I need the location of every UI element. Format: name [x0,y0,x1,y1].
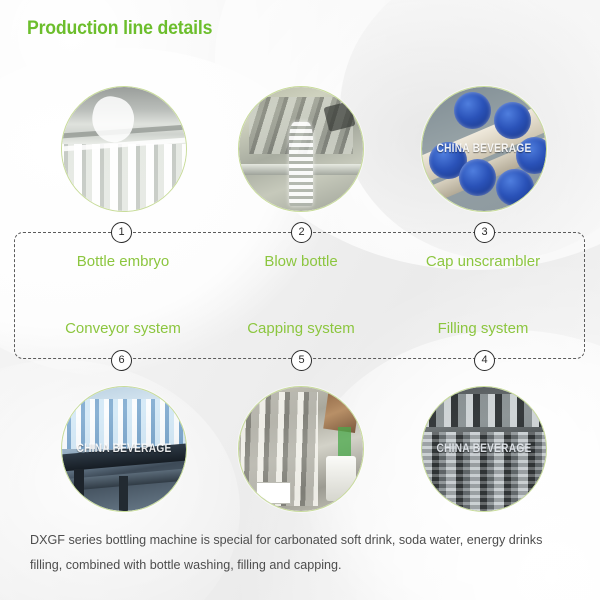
blue-caps-image: CHINA BEVERAGE [422,87,546,211]
capping-machine-photo [238,386,364,512]
filling-machine-photo: CHINA BEVERAGE [421,386,547,512]
blue-bottle-caps-photo: CHINA BEVERAGE [421,86,547,212]
watermark-text: CHINA BEVERAGE [436,143,532,155]
preform-highlight [87,93,139,146]
step-number-4[interactable]: 4 [474,350,495,371]
conveyor-frame-left [74,468,85,511]
filling-valve-heads [422,394,546,427]
step-label-cap-unscrambler: Cap unscrambler [425,253,541,270]
conveyor-bottles [62,399,186,449]
step-number-1[interactable]: 1 [111,222,132,243]
capping-indicator-green [338,426,351,459]
conveyor-frame-mid [119,476,128,511]
conveyor-image: CHINA BEVERAGE [62,387,186,511]
bottle-preforms-image [62,87,186,211]
filling-machine-image: CHINA BEVERAGE [422,387,546,511]
bottle-preforms-photo [61,86,187,212]
bottle-cap [496,168,534,207]
blow-moulding-machine-photo [238,86,364,212]
blow-moulding-image [239,87,363,211]
product-description: DXGF series bottling machine is special … [30,533,543,572]
step-number-3[interactable]: 3 [474,222,495,243]
capping-machine-plate [256,481,291,504]
step-number-2[interactable]: 2 [291,222,312,243]
process-flow-dashed-box [14,232,585,359]
conveyor-belt-photo: CHINA BEVERAGE [61,386,187,512]
pet-bottle [288,121,314,207]
page-title: Production line details [27,18,213,39]
capping-machine-image [239,387,363,511]
watermark-text: CHINA BEVERAGE [76,443,172,455]
watermark-text: CHINA BEVERAGE [436,443,532,455]
step-label-bottle-embryo: Bottle embryo [76,253,170,270]
step-label-filling-system: Filling system [437,320,529,337]
step-number-6[interactable]: 6 [111,350,132,371]
bottle-cap [516,136,546,174]
bottle-cap [454,91,492,130]
bottle-cap [493,101,532,140]
filling-bottles [422,431,546,511]
step-label-conveyor-system: Conveyor system [65,320,181,337]
step-label-blow-bottle: Blow bottle [264,253,338,270]
step-label-capping-system: Capping system [247,320,355,337]
bottle-cap [459,158,497,197]
step-number-5[interactable]: 5 [291,350,312,371]
preform-rows [62,144,186,211]
capping-machine-cabinet [325,456,356,502]
